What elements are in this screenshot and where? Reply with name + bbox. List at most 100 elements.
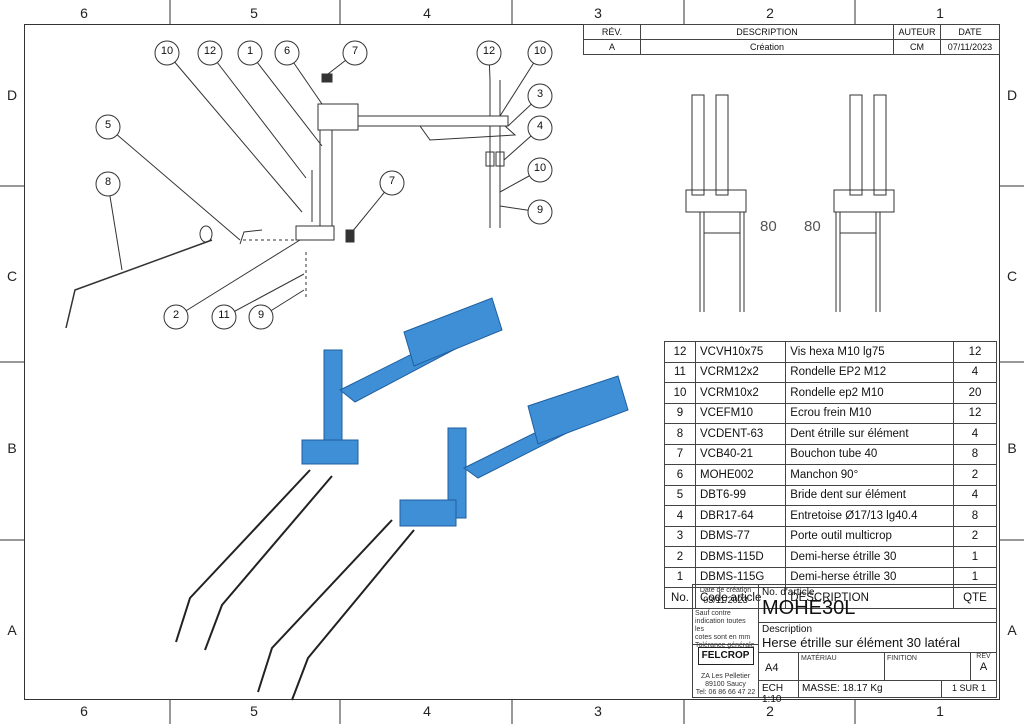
rev-date: 07/11/2023 [940,39,1000,55]
article-label: No. d'article [762,587,815,598]
drawing-frame [24,24,1000,700]
note-line-4: Tolérance générale [695,642,755,649]
rev-value: A [583,39,641,55]
balloon-number: 10 [533,45,547,57]
balloon-number: 1 [246,45,254,57]
description: Porte outil multicrop [785,525,954,547]
balloon-number: 6 [283,45,291,57]
description: Vis hexa M10 lg75 [785,341,954,363]
description: Bouchon tube 40 [785,443,954,465]
mass: MASSE: 18.17 Kg [802,683,883,694]
balloon-number: 4 [536,120,544,132]
quantity: 1 [953,546,997,568]
item-number: 5 [664,484,696,506]
description-value: Herse étrille sur élément 30 latéral [762,635,960,650]
balloon-number: 5 [104,119,112,131]
code-article: DBT6-99 [694,484,787,506]
company-logo: FELCROP [697,647,754,665]
balloon-number: 7 [351,45,359,57]
code-article: MOHE002 [694,464,787,486]
item-number: 4 [664,505,696,527]
zone-bottom-2: 2 [766,703,774,719]
rev-header-rev: RÉV. [583,24,641,40]
title-block: Date de création 03/11/2023 Sauf contre … [692,584,997,705]
description: Dent étrille sur élément [785,423,954,445]
note-line-1: Sauf contre [695,610,731,617]
dimension-right: 80 [804,218,821,235]
paper-format: A4 [759,653,799,681]
description-label: Description [762,624,813,635]
rev-header-description: DESCRIPTION [640,24,894,40]
zone-left-d: D [6,87,18,103]
material-label: MATÉRIAU [799,653,885,681]
code-article: VCRM10x2 [694,382,787,404]
item-number: 11 [664,361,696,383]
rev-description: Création [640,39,894,55]
item-number: 12 [664,341,696,363]
balloon-number: 9 [257,309,265,321]
code-article: VCVH10x75 [694,341,787,363]
item-number: 6 [664,464,696,486]
zone-right-b: B [1007,440,1017,456]
code-article: DBMS-77 [694,525,787,547]
creation-date: 03/11/2023 [703,595,748,605]
zone-top-1: 1 [936,5,944,21]
zone-top-4: 4 [423,5,431,21]
balloon-number: 11 [218,309,230,321]
rev-label: REV [976,653,991,660]
code-article: VCRM12x2 [694,361,787,383]
zone-bottom-5: 5 [250,703,258,719]
rev-author: CM [893,39,941,55]
zone-bottom-6: 6 [80,703,88,719]
description: Manchon 90° [785,464,954,486]
zone-left-b: B [7,440,17,456]
rev-header-date: DATE [940,24,1000,40]
description: Bride dent sur élément [785,484,954,506]
sheet-number: 1 SUR 1 [941,681,996,697]
balloon-number: 8 [104,176,112,188]
code-article: VCDENT-63 [694,423,787,445]
code-article: DBMS-115D [694,546,787,568]
zone-right-d: D [1006,87,1018,103]
quantity: 4 [953,361,997,383]
zone-right-c: C [1006,268,1018,284]
balloon-number: 12 [203,45,217,57]
zone-bottom-4: 4 [423,703,431,719]
balloon-number: 2 [172,309,180,321]
description: Rondelle ep2 M10 [785,382,954,404]
zone-bottom-1: 1 [936,703,944,719]
balloon-number: 10 [160,45,174,57]
code-article: Code article [694,587,787,609]
code-article: DBR17-64 [694,505,787,527]
item-number: No. [664,587,696,609]
quantity: 2 [953,525,997,547]
rev-letter: A [979,661,988,673]
item-number: 2 [664,546,696,568]
quantity: 12 [953,341,997,363]
zone-bottom-3: 3 [594,703,602,719]
rev-header-author: AUTEUR [893,24,941,40]
article-number: MOHE30L [762,597,856,619]
address-line-2: 89100 Saucy [705,681,746,688]
zone-top-5: 5 [250,5,258,21]
phone: Tel: 06 86 66 47 22 [695,689,756,696]
zone-top-2: 2 [766,5,774,21]
balloon-number: 7 [388,175,396,187]
balloon-number: 12 [482,45,496,57]
quantity: 12 [953,402,997,424]
description: Entretoise Ø17/13 lg40.4 [785,505,954,527]
